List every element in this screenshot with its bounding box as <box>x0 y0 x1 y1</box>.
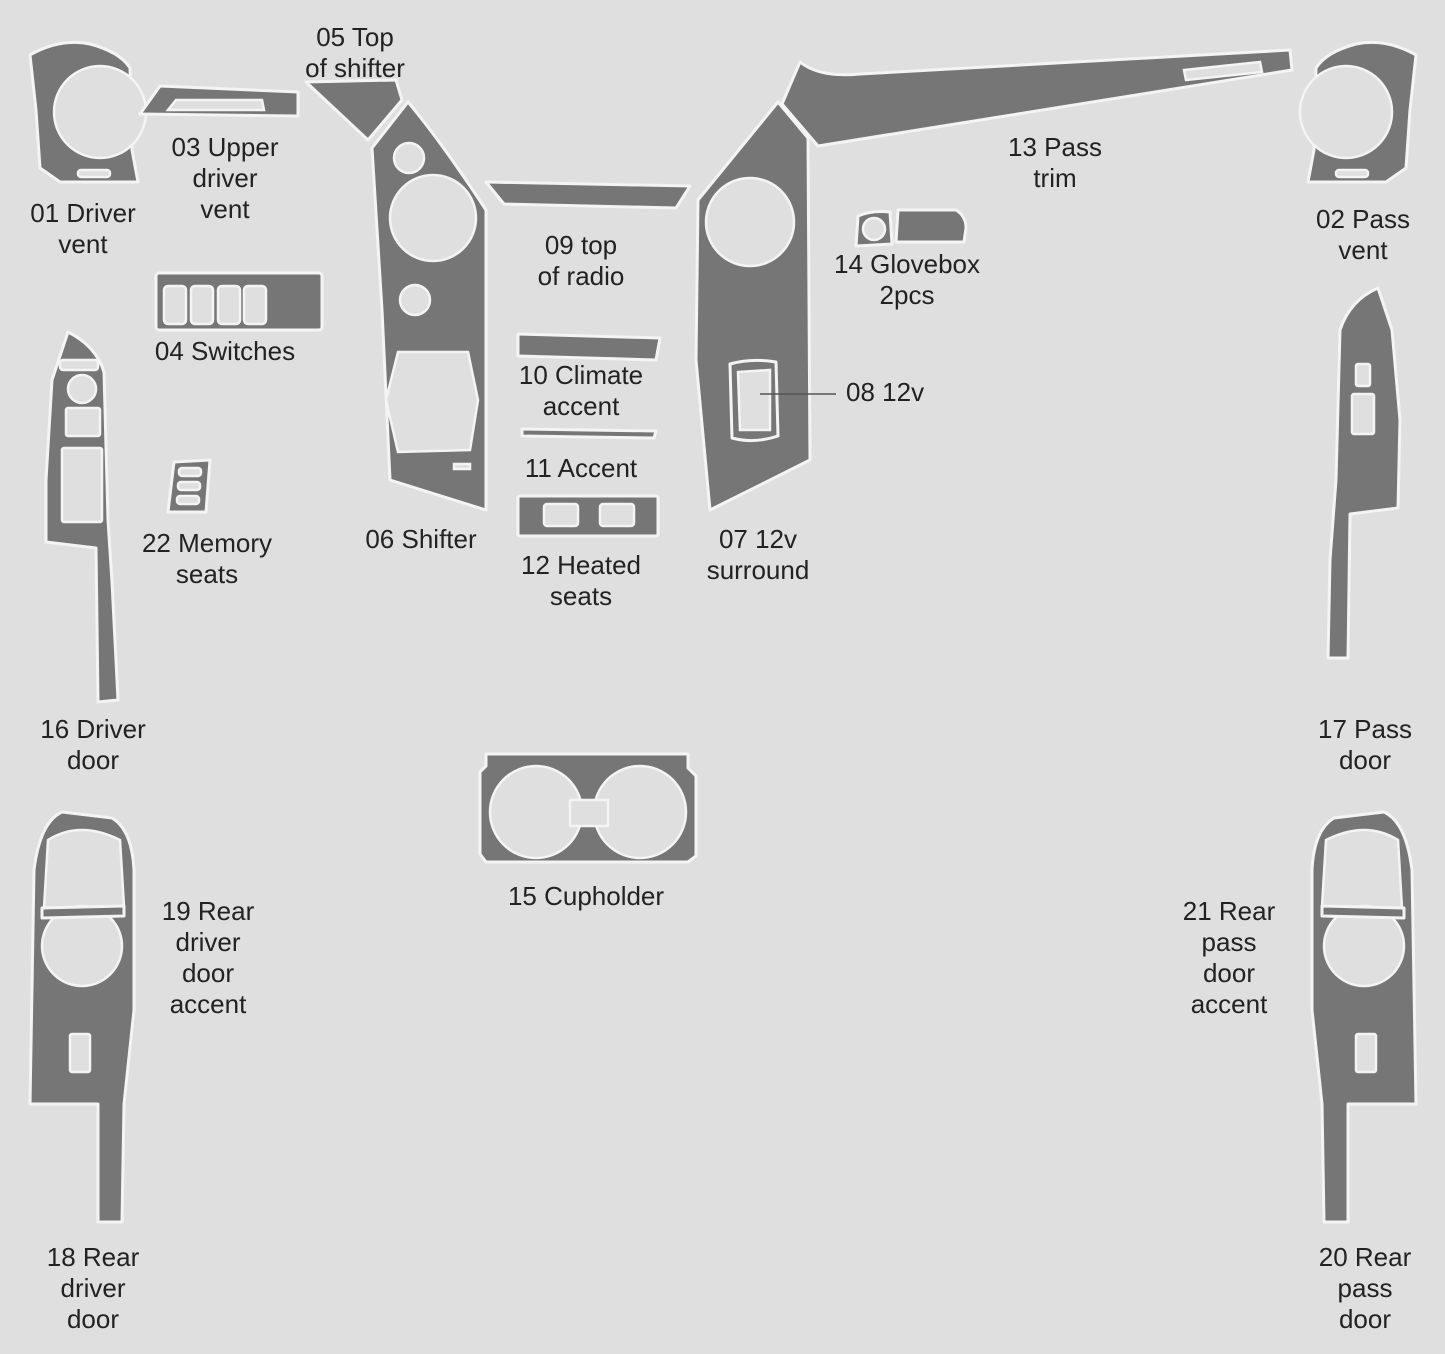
part-10-climate-accent <box>516 332 662 362</box>
label-18-line-1: 18 Rear <box>47 1242 140 1272</box>
part-08-12v <box>728 358 836 443</box>
label-10-line-2: accent <box>543 391 620 421</box>
label-03-line-1: 03 Upper <box>172 132 279 162</box>
label-06: 06 Shifter <box>365 524 477 554</box>
label-07-line-1: 07 12v <box>719 524 797 554</box>
part-14-glovebox <box>854 208 968 248</box>
part-20-rear-pass-door <box>1310 810 1418 1224</box>
label-19-line-1: 19 Rear <box>162 896 255 926</box>
label-04: 04 Switches <box>155 336 295 366</box>
part-07-12v-surround <box>694 100 812 512</box>
label-21-line-2: pass <box>1202 927 1257 957</box>
label-01-line-1: 01 Driver <box>30 198 136 228</box>
label-11-line-1: 11 Accent <box>525 453 638 483</box>
label-22-line-1: 22 Memory <box>142 528 272 558</box>
label-12-line-2: seats <box>550 581 612 611</box>
part-12-heated-seats <box>516 494 660 538</box>
label-20-line-1: 20 Rear <box>1319 1242 1412 1272</box>
part-13-pass-trim <box>780 48 1294 148</box>
label-18-line-2: driver <box>60 1273 125 1303</box>
part-21-rear-pass-door-accent <box>1320 904 1406 920</box>
part-11-accent <box>520 427 658 440</box>
label-05-line-1: 05 Top <box>316 22 394 52</box>
label-06-line-1: 06 Shifter <box>365 524 477 554</box>
label-17-line-1: 17 Pass <box>1318 714 1412 744</box>
label-15: 15 Cupholder <box>508 881 664 911</box>
part-01-driver-vent <box>28 40 148 184</box>
label-19-line-2: driver <box>175 927 240 957</box>
label-18-line-3: door <box>67 1304 119 1334</box>
label-17-line-2: door <box>1339 745 1391 775</box>
label-08-line-1: 08 12v <box>846 377 924 407</box>
label-16-line-1: 16 Driver <box>40 714 146 744</box>
label-02-line-2: vent <box>1338 235 1388 265</box>
part-19-rear-driver-door-accent <box>40 904 126 920</box>
label-21-line-4: accent <box>1191 989 1268 1019</box>
label-14-line-1: 14 Glovebox <box>834 249 980 279</box>
label-21-line-1: 21 Rear <box>1183 896 1276 926</box>
label-02-line-1: 02 Pass <box>1316 204 1410 234</box>
label-04-line-1: 04 Switches <box>155 336 295 366</box>
label-13-line-1: 13 Pass <box>1008 132 1102 162</box>
label-21-line-3: door <box>1203 958 1255 988</box>
label-20-line-3: door <box>1339 1304 1391 1334</box>
label-12-line-1: 12 Heated <box>521 550 641 580</box>
label-03-line-2: driver <box>192 163 257 193</box>
label-11: 11 Accent <box>525 453 638 483</box>
label-14-line-2: 2pcs <box>880 280 935 310</box>
label-13-line-2: trim <box>1033 163 1076 193</box>
label-01-line-2: vent <box>58 229 108 259</box>
label-20-line-2: pass <box>1338 1273 1393 1303</box>
label-19-line-4: accent <box>170 989 247 1019</box>
label-15-line-1: 15 Cupholder <box>508 881 664 911</box>
part-09-top-of-radio <box>484 180 692 210</box>
label-03-line-3: vent <box>200 194 250 224</box>
part-03-upper-driver-vent <box>138 84 300 118</box>
label-08: 08 12v <box>846 377 924 407</box>
label-09-line-1: 09 top <box>545 230 617 260</box>
part-05-top-of-shifter <box>304 78 404 142</box>
part-15-cupholder <box>478 752 698 864</box>
label-22-line-2: seats <box>176 559 238 589</box>
label-05-line-2: of shifter <box>305 53 405 83</box>
part-02-pass-vent <box>1298 40 1418 184</box>
label-10-line-1: 10 Climate <box>519 360 643 390</box>
label-07-line-2: surround <box>707 555 810 585</box>
part-18-rear-driver-door <box>28 810 136 1224</box>
part-17-pass-door <box>1326 286 1402 660</box>
label-09-line-2: of radio <box>538 261 625 291</box>
part-16-driver-door <box>44 330 120 704</box>
part-22-memory-seats <box>166 458 212 514</box>
label-19-line-3: door <box>182 958 234 988</box>
label-16-line-2: door <box>67 745 119 775</box>
part-04-switches <box>154 271 324 332</box>
part-06-shifter <box>370 100 488 512</box>
